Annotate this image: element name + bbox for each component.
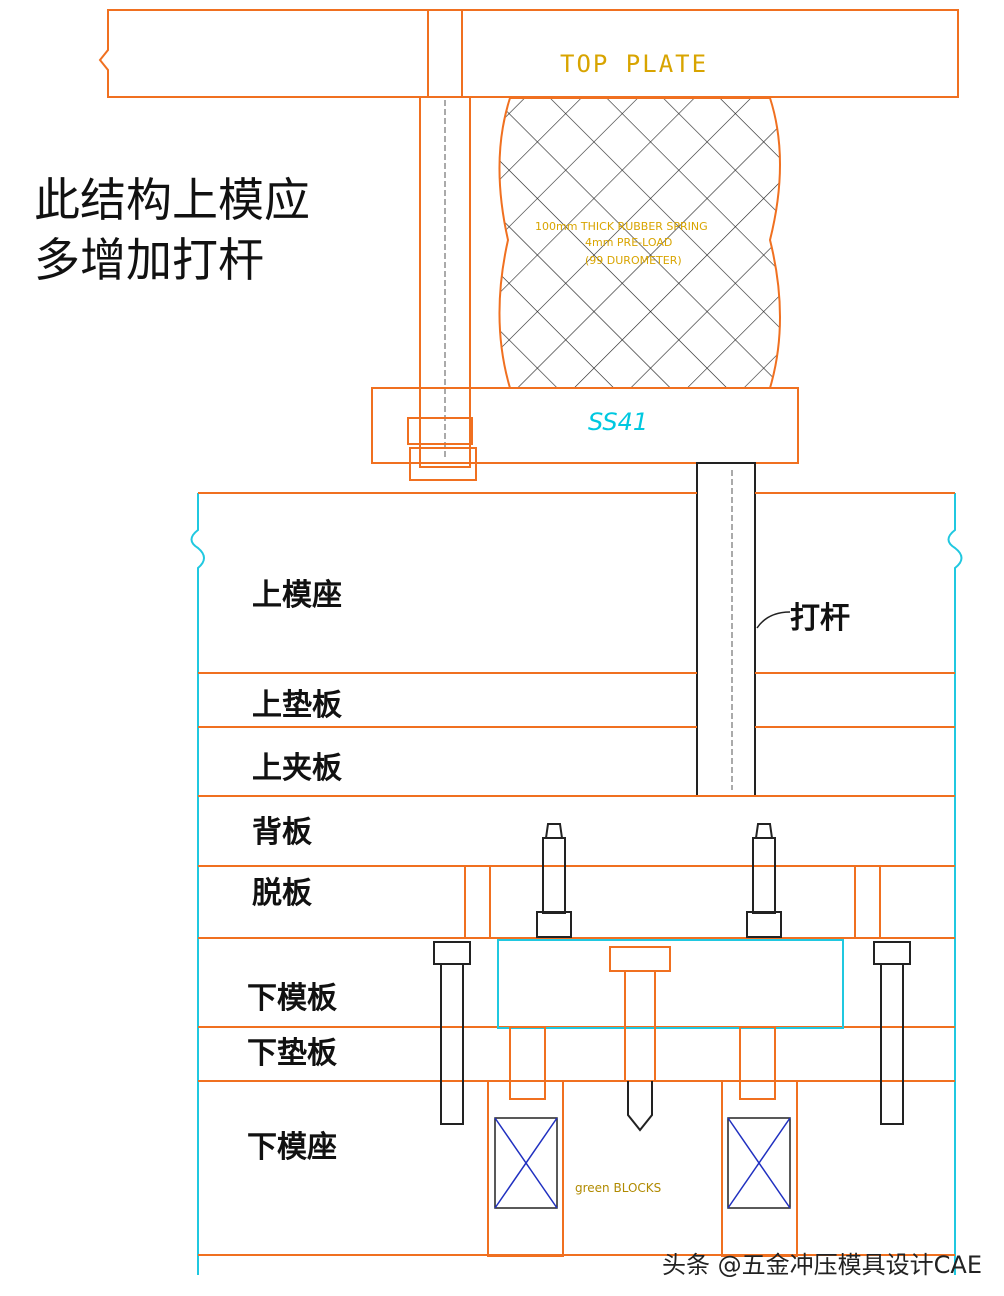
stripper-bolt-right xyxy=(746,823,782,938)
lower-backing-plate-label: 下垫板 xyxy=(247,1036,337,1071)
green-blocks-label: green BLOCKS xyxy=(575,1181,661,1195)
stripper-bolt-left xyxy=(536,823,572,938)
spring-spec-line3: (99 DUROMETER) xyxy=(585,254,682,267)
knockout-rod: 打杆 xyxy=(696,462,850,797)
upper-die-shoe-outline xyxy=(190,493,963,1275)
lower-bolt-left xyxy=(433,941,471,1125)
suspension-bolt xyxy=(407,9,477,481)
spring-spec-line2: 4mm PRE-LOAD xyxy=(585,236,672,249)
lower-bolt-right xyxy=(873,941,911,1125)
upper-clamp-plate-label: 上夹板 xyxy=(252,751,342,786)
design-note-line2: 多增加打杆 xyxy=(34,233,264,287)
top-plate-label: TOP PLATE xyxy=(560,50,708,78)
upper-die-shoe-label: 上模座 xyxy=(252,578,342,613)
design-note: 此结构上模应 多增加打杆 xyxy=(34,170,310,290)
lower-die-cavity xyxy=(464,866,881,1029)
spring-spec-line1: 100mm THICK RUBBER SPRING xyxy=(535,220,708,233)
ss41-label: SS41 xyxy=(588,408,648,436)
design-note-line1: 此结构上模应 xyxy=(34,173,310,227)
center-punch xyxy=(609,946,671,1132)
rubber-spring: 100mm THICK RUBBER SPRING 4mm PRE-LOAD (… xyxy=(498,97,781,389)
back-plate-label: 背板 xyxy=(252,815,312,850)
ss41-plate: SS41 xyxy=(371,387,799,464)
lower-die-plate-label: 下模板 xyxy=(247,981,337,1016)
lower-die-shoe-label: 下模座 xyxy=(247,1130,337,1165)
upper-backing-plate-label: 上垫板 xyxy=(252,688,342,723)
lower-support-left xyxy=(487,1026,564,1257)
plate-lines xyxy=(198,492,955,1256)
knockout-rod-label: 打杆 xyxy=(790,601,850,636)
lower-support-right xyxy=(721,1026,798,1257)
stripper-plate-label: 脱板 xyxy=(252,876,312,911)
watermark: 头条 @五金冲压模具设计CAE xyxy=(662,1251,982,1279)
top-plate: TOP PLATE xyxy=(98,9,959,98)
